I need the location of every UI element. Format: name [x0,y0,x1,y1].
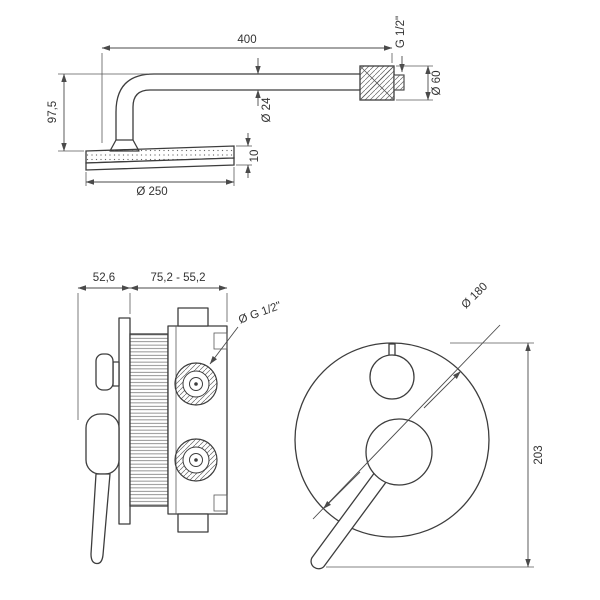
dim-head-diameter-label: Ø 250 [136,186,167,198]
diverter-knob-side [95,353,120,391]
dim-head-diameter: Ø 250 [85,167,235,198]
dim-thread-size-label: G 1/2" [395,16,407,48]
mounting-box [129,333,169,507]
dim-plate-diameter-label: Ø 180 [460,281,491,312]
dim-installation-depth: 75,2 - 55,2 [129,272,228,322]
lever-handle-side [85,413,120,565]
dim-arm-diameter: Ø 24 [255,58,273,123]
wall-flange [359,65,405,101]
valve-body-top-block [177,307,209,327]
dim-head-thickness-label: 10 [249,150,261,163]
lever-handle-front [310,418,433,570]
diverter-knob-front [369,343,415,400]
dim-drop-height: 97,5 [47,73,148,152]
valve-body-bottom-block [177,513,209,533]
dim-head-thickness: 10 [236,133,261,178]
dim-overall-height-label: 203 [533,445,545,464]
dim-flange-diameter-label: Ø 60 [431,71,443,96]
dim-arm-length-label: 400 [237,34,256,46]
mixer-side-view: 52,6 75,2 - 55,2 [77,272,283,565]
dim-installation-depth-label: 75,2 - 55,2 [151,272,206,284]
top-view-shower-arm: 400 G 1/2" Ø 60 97,5 Ø 24 [47,16,443,198]
shower-head [85,145,235,171]
dim-overall-height: 203 [326,342,545,568]
dim-handle-depth-label: 52,6 [93,272,115,284]
dim-connection-thread-label: Ø G 1/2" [237,300,283,326]
handle-hub [365,418,433,486]
valve-body-tab-bottom [213,494,228,512]
mixer-front-view: Ø 180 203 [294,281,545,570]
dim-arm-length: 400 [101,34,393,143]
dim-thread-size: G 1/2" [395,16,407,73]
dim-flange-diameter: Ø 60 [396,65,443,101]
connection-port-bottom [174,438,218,482]
shower-arm [109,73,395,152]
connection-port-top [174,362,218,406]
valve-body [167,307,228,533]
trim-plate-side [118,317,131,525]
dim-arm-diameter-label: Ø 24 [261,97,273,123]
dim-drop-height-label: 97,5 [47,101,59,123]
dim-handle-depth: 52,6 [77,272,131,420]
